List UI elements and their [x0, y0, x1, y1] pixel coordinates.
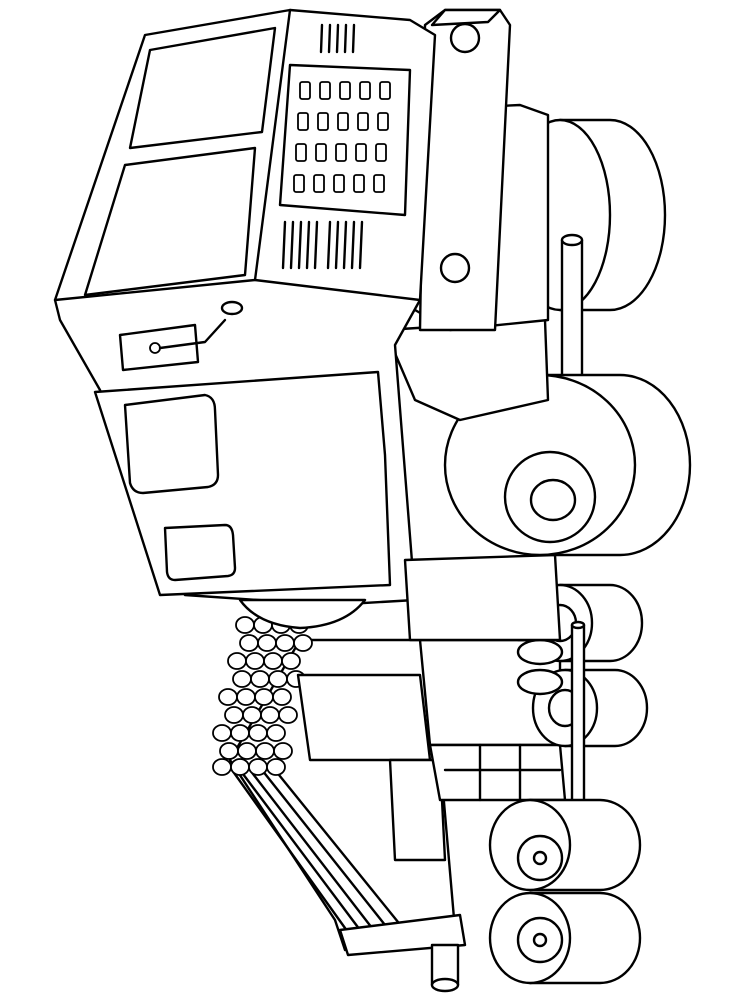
log-end [263, 652, 283, 670]
grille-slat [350, 220, 356, 270]
log-end [230, 758, 250, 776]
grille-slat [327, 23, 332, 54]
grille-cell [315, 143, 327, 162]
grille-slat [342, 220, 348, 270]
log-end [293, 634, 313, 652]
grille-cell [335, 143, 347, 162]
rear-wheels [488, 583, 649, 985]
grille-slat [297, 220, 303, 270]
grille-slat [343, 23, 348, 54]
grille-slat [281, 220, 287, 270]
grille-cell [319, 81, 331, 100]
grille-cell [297, 112, 309, 131]
log-end [218, 688, 238, 706]
log-end [250, 670, 270, 688]
log-end [281, 652, 301, 670]
radiator-grille [278, 23, 412, 270]
grille-cell [377, 112, 389, 131]
chassis-under-cab [383, 318, 550, 422]
grille-slat [319, 23, 324, 54]
truck-cab [53, 8, 550, 630]
log-end [266, 758, 286, 776]
log-end [219, 742, 239, 760]
windshield-lower [83, 146, 257, 297]
log-end [242, 706, 262, 724]
rear-axle [570, 623, 586, 807]
frame-grid [443, 743, 562, 802]
log-end [236, 688, 256, 706]
headlight-top [449, 22, 481, 54]
grille-slat [289, 220, 295, 270]
rear-wheel-lower-1 [488, 798, 642, 892]
grille-slat [335, 23, 340, 54]
trailer-box-upper [296, 673, 432, 762]
grille-cell [317, 112, 329, 131]
grille-slat [334, 220, 340, 270]
side-mirror [118, 300, 244, 372]
grille-cell [375, 143, 387, 162]
grille-cell [295, 143, 307, 162]
log-end [260, 706, 280, 724]
log-end [278, 706, 298, 724]
grille-cell [353, 174, 365, 193]
front-bumper [418, 8, 512, 332]
grille-cell [337, 112, 349, 131]
trailer-frame-lower [428, 743, 567, 802]
cab-corner-line [253, 8, 292, 282]
door-window [123, 393, 220, 495]
log-end [235, 616, 255, 634]
grille-cell [299, 81, 311, 100]
log-end [237, 742, 257, 760]
log-trailer [212, 616, 567, 993]
grille-slat [358, 220, 364, 270]
grille-cell [313, 174, 325, 193]
grille-cell [339, 81, 351, 100]
log-end [230, 724, 250, 742]
trailer-box-lower [388, 758, 447, 862]
log-end [266, 724, 286, 742]
log-end [272, 688, 292, 706]
log-end [212, 724, 232, 742]
log-end [248, 724, 268, 742]
grille-cell [355, 143, 367, 162]
fuel-tank [238, 598, 367, 630]
log-end [257, 634, 277, 652]
log-end [212, 758, 232, 776]
pipe-end [430, 977, 460, 993]
cab-rear-frame [403, 553, 562, 642]
grille-slat [326, 220, 332, 270]
grille-cell [373, 174, 385, 193]
log-end [254, 688, 274, 706]
log-end [268, 670, 288, 688]
log-end [224, 706, 244, 724]
log-end [227, 652, 247, 670]
log-end [232, 670, 252, 688]
grille-cell [357, 112, 369, 131]
rear-wheel-lower-2 [488, 891, 642, 985]
front-wheel-near [443, 373, 692, 557]
log-end [255, 742, 275, 760]
grille-cell [359, 81, 371, 100]
grille-slat [305, 220, 311, 270]
log-end [273, 742, 293, 760]
grille-cell [293, 174, 305, 193]
grille-slat [351, 23, 356, 54]
grille-cell [379, 81, 391, 100]
trailer-bed-lines [230, 768, 400, 937]
log-end [239, 634, 259, 652]
windshield-upper [128, 26, 277, 150]
door-step-panel [163, 523, 237, 582]
headlight-bottom [439, 252, 471, 284]
grille-slat [313, 220, 319, 270]
log-end [248, 758, 268, 776]
log-end [245, 652, 265, 670]
log-end [275, 634, 295, 652]
grille-cell [333, 174, 345, 193]
